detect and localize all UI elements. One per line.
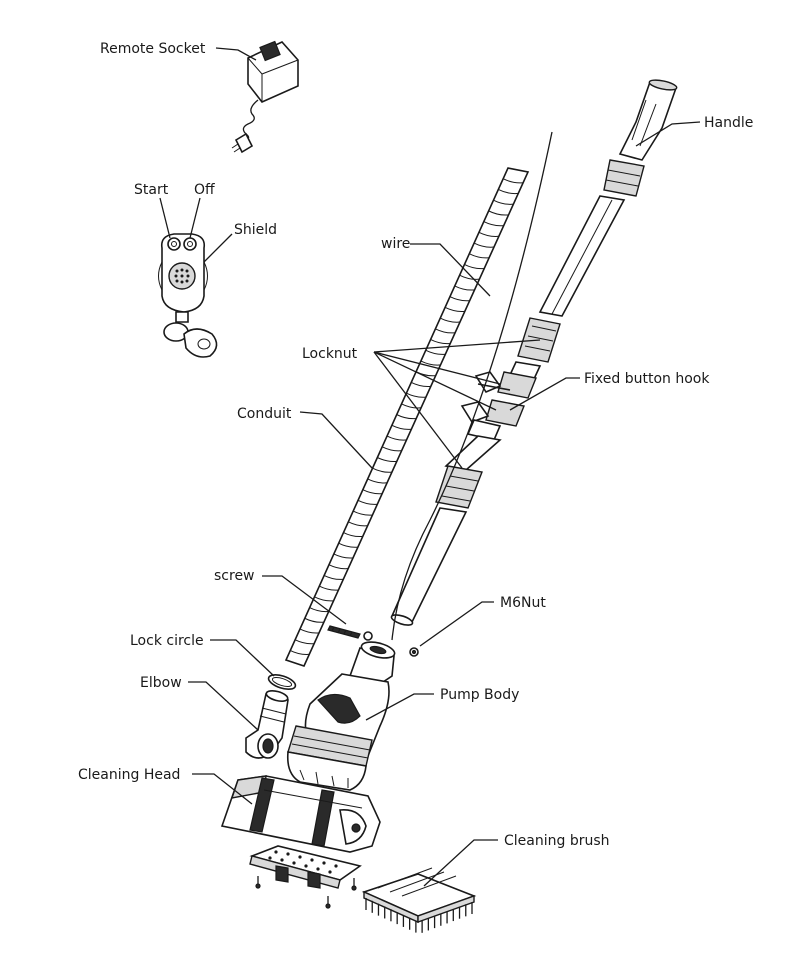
label-conduit: Conduit [237, 406, 292, 422]
cleaning-head [220, 775, 381, 853]
handle-pole [390, 79, 678, 626]
label-fixed-button-hook: Fixed button hook [584, 371, 710, 387]
remote-socket [231, 40, 299, 154]
wire [391, 131, 553, 641]
label-screw: screw [214, 568, 255, 584]
label-shield: Shield [234, 222, 277, 238]
label-cleaning-head: Cleaning Head [78, 767, 180, 783]
screw [327, 625, 373, 641]
m6-nut [409, 647, 419, 657]
lock-circle [267, 674, 297, 690]
conduit [284, 167, 530, 667]
label-off: Off [194, 182, 215, 198]
label-m6nut: M6Nut [500, 595, 546, 611]
cleaning-brush [361, 867, 477, 933]
label-locknut: Locknut [302, 346, 358, 362]
label-lock-circle: Lock circle [130, 633, 204, 649]
labels: Remote Socket Start Off Shield Handle wi… [78, 41, 753, 849]
label-remote-socket: Remote Socket [100, 41, 206, 57]
pump-body [286, 641, 396, 791]
label-elbow: Elbow [140, 675, 182, 691]
label-start: Start [134, 182, 169, 198]
leader-lines [159, 47, 701, 887]
label-wire: wire [381, 236, 410, 252]
elbow [245, 690, 289, 759]
label-cleaning-brush: Cleaning brush [504, 833, 610, 849]
base-plate [249, 845, 362, 909]
label-pump-body: Pump Body [440, 687, 519, 703]
label-handle: Handle [704, 115, 753, 131]
remote-fob [158, 233, 218, 358]
